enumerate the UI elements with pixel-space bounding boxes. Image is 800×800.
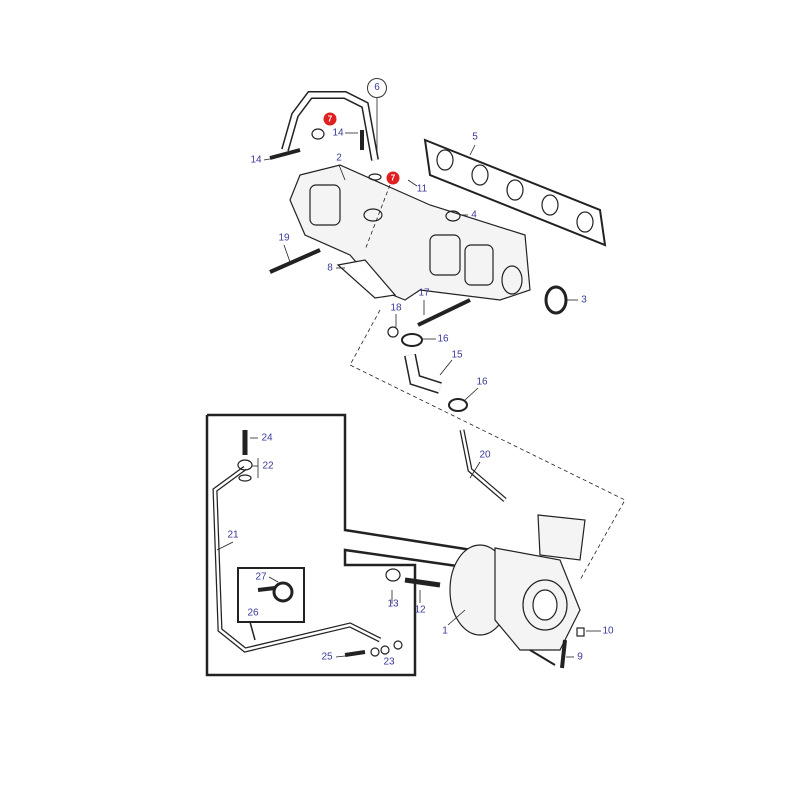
part-label-13: 13 — [387, 598, 399, 610]
part-label-10: 10 — [602, 625, 614, 637]
part-label-14: 14 — [250, 154, 262, 166]
part-label-3: 3 — [581, 294, 587, 306]
part-label-7-highlight: 7 — [323, 112, 337, 126]
part-label-21: 21 — [227, 529, 239, 541]
part-label-23: 23 — [383, 656, 395, 668]
part-label-14: 14 — [332, 127, 344, 139]
part-label-1: 1 — [442, 625, 448, 637]
part-label-9: 9 — [577, 651, 583, 663]
exhaust-manifold — [289, 164, 531, 301]
part-label-6: 6 — [367, 78, 387, 98]
part-label-16: 16 — [437, 333, 449, 345]
part-label-19: 19 — [278, 232, 290, 244]
part-label-24: 24 — [261, 432, 273, 444]
part-label-7-highlight: 7 — [386, 171, 400, 185]
part-label-27: 27 — [255, 571, 267, 583]
part-label-12: 12 — [414, 604, 426, 616]
clamp-detail-frame — [237, 567, 305, 623]
part-label-25: 25 — [321, 651, 333, 663]
part-label-22: 22 — [262, 460, 274, 472]
part-label-5: 5 — [472, 131, 478, 143]
part-label-16: 16 — [476, 376, 488, 388]
part-label-2: 2 — [336, 152, 342, 164]
part-label-15: 15 — [451, 349, 463, 361]
part-label-20: 20 — [479, 449, 491, 461]
seal-ring — [544, 285, 568, 315]
inset-frame — [207, 413, 536, 562]
part-label-26: 26 — [247, 607, 259, 619]
turbocharger — [449, 514, 586, 666]
part-label-11: 11 — [416, 183, 428, 195]
part-label-4: 4 — [471, 209, 477, 221]
part-label-17: 17 — [418, 287, 430, 299]
stud — [269, 248, 321, 274]
plug — [445, 210, 461, 222]
part-label-18: 18 — [390, 302, 402, 314]
part-label-8: 8 — [327, 262, 333, 274]
manifold-gasket — [423, 138, 607, 247]
coolant-pipe-inner — [282, 92, 378, 161]
